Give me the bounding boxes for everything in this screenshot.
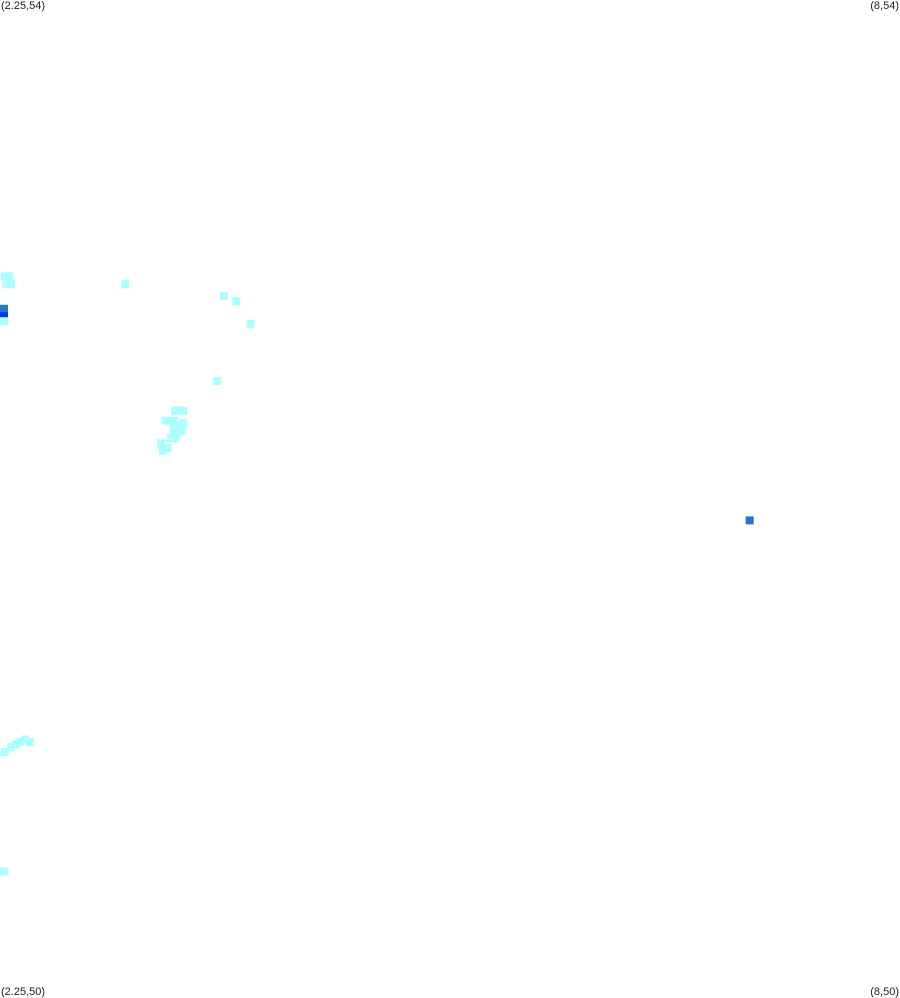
corner-label-bottom-left: (2.25,50) xyxy=(1,986,46,998)
heatmap-cell-low xyxy=(166,434,175,443)
heatmap-cell-low xyxy=(25,738,34,746)
heatmap-cell-low xyxy=(176,424,184,433)
heatmap-cell-low xyxy=(0,272,9,281)
heatmap-cell-low xyxy=(213,377,222,385)
heatmap-cell-low xyxy=(161,416,170,425)
corner-label-bottom-right: (8,50) xyxy=(870,986,899,998)
heatmap-cell-low xyxy=(0,748,9,756)
heatmap-cell-low xyxy=(169,429,178,438)
heatmap-cell-low xyxy=(0,867,8,876)
heatmap-cell-low xyxy=(246,319,255,328)
heatmap-cell-low xyxy=(171,434,180,443)
heatmap-cell-low xyxy=(179,406,188,415)
heatmap-cells xyxy=(0,272,754,876)
heatmap-cell-low xyxy=(0,317,8,326)
heatmap-cell-low xyxy=(16,738,25,746)
heatmap-cell-low xyxy=(163,444,172,453)
heatmap-cell-low xyxy=(7,279,15,288)
heatmap-cell-low xyxy=(158,446,167,455)
heatmap-cell-high xyxy=(0,312,8,321)
corner-label-top-right: (8,54) xyxy=(870,0,899,12)
heatmap-cell-low xyxy=(219,292,228,301)
heatmap-cell-low xyxy=(21,735,29,744)
heatmap-cell-medium xyxy=(745,516,754,525)
heatmap-cell-low xyxy=(171,406,180,415)
heatmap-cell-low xyxy=(7,743,15,751)
heatmap-cell-low xyxy=(232,297,241,306)
heatmap-cell-low xyxy=(121,279,130,288)
corner-label-top-left: (2.25,54) xyxy=(1,0,46,12)
heatmap-cell-low xyxy=(157,439,166,448)
heatmap-cell-low xyxy=(179,419,188,428)
heatmap-cell-low xyxy=(11,740,20,749)
heatmap-cell-low xyxy=(5,272,14,281)
heatmap-cell-medium xyxy=(0,304,8,313)
heatmap-cell-low xyxy=(169,416,178,425)
heatmap-cell-low xyxy=(2,279,11,288)
